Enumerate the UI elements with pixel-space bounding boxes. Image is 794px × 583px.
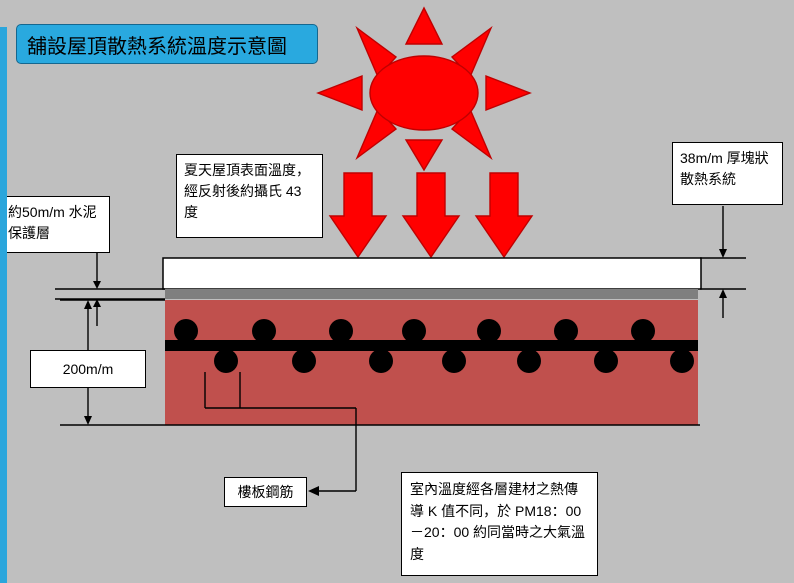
arrowhead-down-icon <box>84 416 92 425</box>
rebar-dot <box>594 349 618 373</box>
sun-ray-icon <box>404 139 444 172</box>
rebar-dot <box>174 319 198 343</box>
sun-icon <box>316 6 532 172</box>
arrowhead-down-icon <box>93 281 101 289</box>
rebar-dot <box>442 349 466 373</box>
arrowhead-up-icon <box>719 289 727 298</box>
label-cement-layer: 約50m/m 水泥保護層 <box>0 196 110 253</box>
label-floor-rebar: 樓板鋼筋 <box>224 477 307 507</box>
page-title: 舖設屋頂散熱系統溫度示意圖 <box>16 24 318 64</box>
down-arrow-icon <box>474 172 534 259</box>
rebar-dot <box>252 319 276 343</box>
dimension-50mm <box>55 252 165 326</box>
sun-body <box>369 55 479 131</box>
rebar-dot <box>631 319 655 343</box>
rebar-bar <box>165 340 698 351</box>
rebar-dot <box>477 319 501 343</box>
arrowhead-left-icon <box>308 486 319 496</box>
rebar-dot <box>329 319 353 343</box>
concrete-slab <box>165 300 698 425</box>
sun-ray-icon <box>404 6 444 45</box>
heat-dissipation-block-layer <box>162 257 702 290</box>
heat-arrows <box>328 172 534 259</box>
cement-protection-layer <box>165 289 698 299</box>
label-block-heat-system: 38m/m 厚塊狀散熱系統 <box>672 142 783 205</box>
rebar-dot <box>554 319 578 343</box>
arrowhead-up-icon <box>84 300 92 309</box>
slide-left-edge <box>0 27 7 583</box>
label-summer-roof-temp: 夏天屋頂表面溫度，經反射後約攝氏 43 度 <box>176 154 323 238</box>
label-slab-thickness: 200m/m <box>30 350 146 388</box>
arrowhead-down-icon <box>719 249 727 258</box>
down-arrow-icon <box>328 172 388 259</box>
dimension-200mm <box>60 299 700 426</box>
sun-ray-icon <box>485 74 532 112</box>
label-indoor-temp: 室內溫度經各層建材之熱傳導 K 值不同，於 PM18：00－20：00 約同當時… <box>401 472 598 576</box>
arrowhead-up-icon <box>93 299 101 307</box>
dimension-38mm <box>700 206 746 318</box>
down-arrow-icon <box>401 172 461 259</box>
rebar-dot <box>670 349 694 373</box>
rebar-dot <box>402 319 426 343</box>
rebar-pointer <box>204 372 357 496</box>
rebar-dot <box>292 349 316 373</box>
sun-ray-icon <box>316 74 363 112</box>
rebar-dot <box>214 349 238 373</box>
rebar-dot <box>369 349 393 373</box>
rebar-layer <box>165 319 698 373</box>
rebar-dot <box>517 349 541 373</box>
